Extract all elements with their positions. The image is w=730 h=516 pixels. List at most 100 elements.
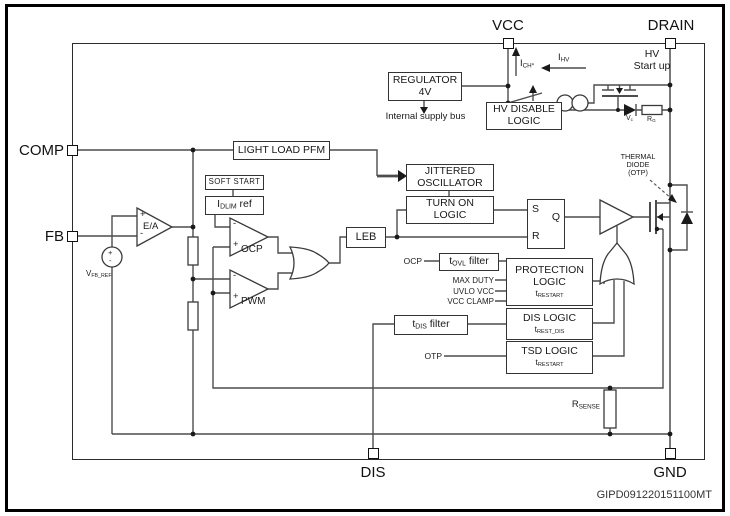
turn-on-line1: TURN ON [426, 197, 474, 210]
regulator-block: REGULATOR 4V [388, 72, 462, 101]
dis-logic-block: DIS LOGIC tREST_DIS [506, 308, 593, 340]
tdis-filter-label: tDIS filter [412, 317, 450, 331]
light-load-pfm-block: LIGHT LOAD PFM [233, 141, 330, 160]
divider-resistors [187, 236, 199, 331]
ihv-arrowhead [541, 64, 550, 72]
pwm-minus-sign: - [233, 270, 237, 281]
gnd-pad [665, 448, 676, 459]
ich-current-label: ICH* [520, 58, 535, 70]
pfm-arrowhead [398, 170, 407, 182]
protection-line2: LOGIC [533, 275, 566, 288]
vcc-pad [503, 38, 514, 49]
rsense-label: RSENSE [571, 399, 600, 411]
vfbref-minus-sign: - [109, 256, 112, 265]
drain-pad [665, 38, 676, 49]
hv-disable-logic-block: HV DISABLE LOGIC [486, 102, 562, 130]
ich-arrowhead [512, 47, 520, 56]
pwm-or-gate [288, 246, 330, 280]
startup-clamp-diode [624, 104, 636, 116]
regulator-line1: REGULATOR [392, 73, 458, 86]
ocp-comparator-label: OCP [241, 244, 263, 255]
rg-label: RG [647, 116, 656, 124]
mosfet-body-arrow [657, 213, 663, 221]
dis-pin-label: DIS [360, 464, 386, 481]
vfbref-plus-sign: + [108, 248, 113, 257]
leb-label: LEB [355, 231, 377, 244]
thermal-diode-symbol [681, 212, 693, 224]
tsd-logic-block: TSD LOGIC tRESTART [506, 341, 593, 374]
fb-pin-label: FB [44, 228, 64, 245]
jittered-oscillator-block: JITTERED OSCILLATOR [406, 164, 494, 191]
gate-driver-triangle [599, 198, 635, 236]
max-duty-input-label: MAX DUTY [452, 276, 494, 285]
dis-pad [368, 448, 379, 459]
vfbref-label: VFB_REF [86, 269, 112, 280]
uvlo-vcc-input-label: UVLO VCC [453, 287, 494, 296]
soft-start-label: SOFT START [208, 177, 261, 187]
junction-dots [190, 82, 673, 437]
protection-or-gate [599, 241, 635, 286]
vcc-pin-label: VCC [492, 17, 524, 34]
wires [77, 48, 693, 453]
comp-pin-label: COMP [19, 142, 64, 159]
vfb-ref-source-symbol [101, 246, 123, 268]
vc-label: Vc [626, 115, 633, 123]
jittered-line2: OSCILLATOR [417, 176, 483, 189]
figure-frame [5, 4, 725, 512]
comp-pad [67, 145, 78, 156]
jittered-line1: JITTERED [424, 164, 476, 177]
ocp-minus-sign: - [233, 218, 237, 229]
dis-logic-label: DIS LOGIC [522, 311, 577, 324]
latch-q-output: Q [551, 211, 560, 223]
drain-pin-label: DRAIN [647, 17, 695, 34]
vcc-clamp-input-label: VCC CLAMP [447, 297, 494, 306]
idlim-ref-label: IDLIM ref [217, 198, 252, 211]
turn-on-line2: LOGIC [433, 209, 467, 221]
regulator-arrowhead [420, 107, 428, 114]
latch-s-input: S [532, 203, 540, 215]
fet-mid-arrowhead [616, 88, 623, 94]
latch-r-input: R [532, 230, 540, 242]
turn-on-logic-block: TURN ON LOGIC [406, 196, 494, 224]
dis-logic-trestdis: tREST_DIS [534, 323, 565, 335]
protection-logic-block: PROTECTION LOGIC tRESTART [506, 258, 593, 306]
ocp-plus-sign: + [233, 239, 239, 250]
protection-trestart: tRESTART [535, 287, 564, 299]
tovl-filter-block: tOVL filter [439, 253, 499, 271]
error-amp-triangle [136, 206, 174, 248]
rg-resistor [641, 104, 663, 116]
regulator-line2: 4V [418, 85, 432, 98]
leb-block: LEB [346, 227, 386, 248]
rsense-resistor [603, 389, 617, 429]
ocp-filter-input-label: OCP [403, 256, 422, 266]
sr-latch-block: S R Q [527, 199, 565, 249]
document-code: GIPD091220151100MT [596, 489, 712, 501]
internal-supply-bus-label: Internal supply bus [385, 111, 466, 122]
soft-start-block: SOFT START [205, 175, 264, 190]
hv-disable-arrowhead [529, 85, 537, 93]
ihv-current-label: IHV [558, 52, 570, 64]
pwm-plus-sign: + [233, 291, 239, 302]
error-amp-label: E/A [143, 221, 159, 232]
tsd-trestart: tRESTART [535, 357, 564, 369]
tsd-logic-label: TSD LOGIC [521, 345, 578, 358]
protection-line1: PROTECTION [515, 264, 584, 276]
hv-disable-line2: LOGIC [507, 115, 541, 127]
tdis-filter-block: tDIS filter [394, 315, 468, 335]
tovl-filter-label: tOVL filter [449, 254, 489, 268]
otp-pointer-arrowhead [668, 194, 677, 203]
fb-pad [67, 231, 78, 242]
ea-plus-sign: + [140, 209, 146, 220]
gnd-pin-label: GND [653, 464, 687, 481]
light-load-pfm-label: LIGHT LOAD PFM [237, 143, 326, 156]
idlim-ref-block: IDLIM ref [205, 196, 264, 215]
ocp-comparator-triangle [229, 216, 270, 258]
pwm-comparator-label: PWM [241, 296, 266, 307]
ic-boundary [72, 43, 705, 460]
hv-disable-line1: HV DISABLE [493, 103, 555, 116]
ea-minus-sign: - [140, 228, 144, 239]
